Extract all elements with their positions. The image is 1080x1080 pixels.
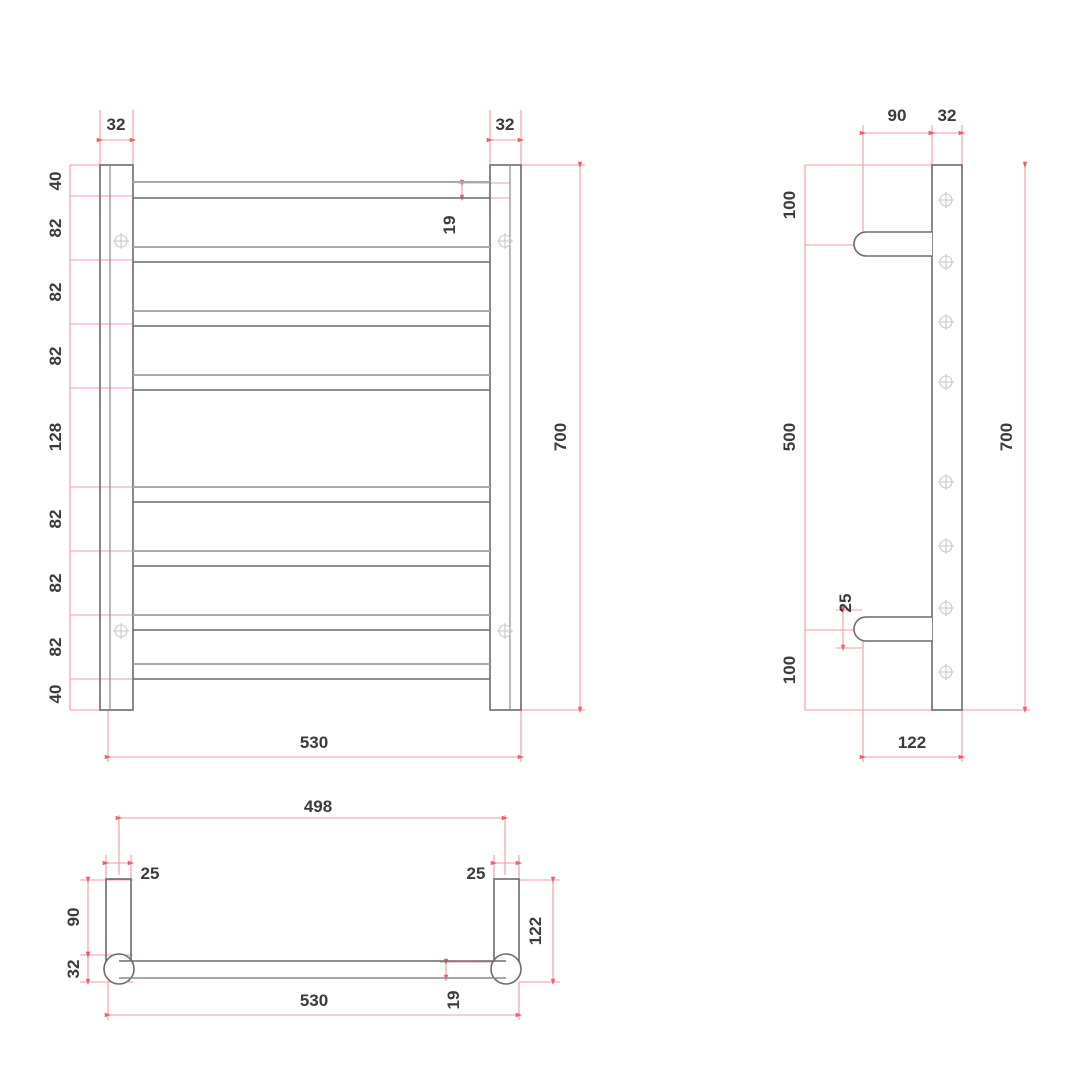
front-left-post bbox=[99, 164, 134, 711]
side-elevation-view: 90 32 100 500 100 25 700 122 bbox=[780, 106, 1030, 762]
dim-front-v9: 40 bbox=[46, 685, 65, 704]
rail-7 bbox=[133, 614, 490, 631]
side-bottom-bracket bbox=[853, 616, 932, 642]
dim-side-bracket-length: 90 bbox=[888, 106, 907, 125]
rail-6 bbox=[133, 550, 490, 567]
front-elevation-view: 32 32 19 700 530 40 82 82 82 128 82 82 8… bbox=[46, 110, 585, 762]
dim-front-rail-thickness: 19 bbox=[440, 216, 459, 235]
dim-front-v1: 40 bbox=[46, 172, 65, 191]
dim-side-bracket-thickness: 25 bbox=[836, 594, 855, 613]
front-right-post bbox=[489, 164, 522, 711]
side-post bbox=[931, 164, 963, 711]
dim-front-right-post-width: 32 bbox=[496, 115, 515, 134]
rail-5 bbox=[133, 486, 490, 503]
dim-front-v2: 82 bbox=[46, 219, 65, 238]
rail-4 bbox=[133, 374, 490, 391]
dim-front-left-post-width: 32 bbox=[107, 115, 126, 134]
front-rails bbox=[133, 181, 490, 680]
dim-front-v6: 82 bbox=[46, 510, 65, 529]
dim-front-overall-height: 700 bbox=[551, 423, 570, 451]
dim-side-post-depth: 32 bbox=[938, 106, 957, 125]
dim-side-middle-span: 500 bbox=[780, 423, 799, 451]
rail-1 bbox=[133, 181, 490, 199]
dim-front-v5: 128 bbox=[46, 423, 65, 451]
dim-side-bottom-offset: 100 bbox=[780, 656, 799, 684]
front-post-hole-markers bbox=[113, 233, 513, 639]
side-dimension-lines bbox=[804, 125, 1030, 762]
plan-right-rail-end bbox=[490, 953, 522, 985]
dim-side-total-depth: 122 bbox=[898, 733, 926, 752]
dim-side-overall-height: 700 bbox=[997, 423, 1016, 451]
side-top-bracket bbox=[853, 231, 932, 257]
plan-rail bbox=[119, 960, 506, 979]
dim-plan-inner-width: 498 bbox=[304, 797, 332, 816]
dim-plan-left-bracket: 25 bbox=[141, 864, 160, 883]
dim-plan-rail-diameter: 32 bbox=[64, 960, 83, 979]
dim-front-v7: 82 bbox=[46, 574, 65, 593]
rail-2 bbox=[133, 246, 490, 263]
dim-side-top-offset: 100 bbox=[780, 191, 799, 219]
dim-front-v4: 82 bbox=[46, 347, 65, 366]
side-post-hole-markers bbox=[938, 192, 954, 680]
dim-front-overall-width: 530 bbox=[300, 733, 328, 752]
dim-plan-right-bracket: 25 bbox=[467, 864, 486, 883]
dim-front-v8: 82 bbox=[46, 638, 65, 657]
dim-plan-rail-thickness: 19 bbox=[444, 991, 463, 1010]
dim-plan-total-depth: 122 bbox=[526, 917, 545, 945]
dim-front-v3: 82 bbox=[46, 283, 65, 302]
dim-plan-overall-width: 530 bbox=[300, 991, 328, 1010]
rail-8 bbox=[133, 663, 490, 680]
rail-3 bbox=[133, 310, 490, 327]
dim-plan-bracket-depth: 90 bbox=[64, 908, 83, 927]
plan-left-rail-end bbox=[103, 953, 135, 985]
plan-view: 498 25 25 90 32 122 19 530 bbox=[64, 797, 560, 1020]
